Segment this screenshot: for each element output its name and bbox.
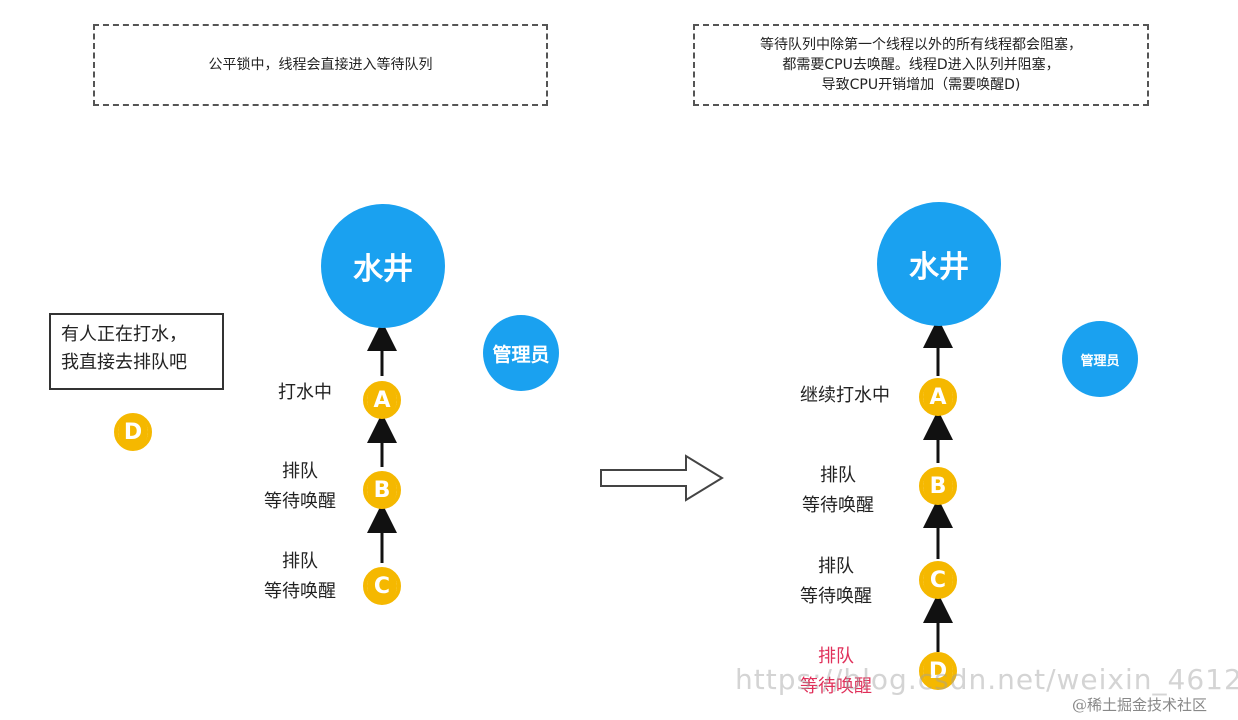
left-node-a-label-line: 打水中: [278, 382, 332, 403]
right-node-d-letter: D: [928, 658, 948, 684]
left-waiting-letter: D: [123, 419, 143, 445]
right-node-d-label-line-1: 排队: [818, 646, 854, 667]
left-node-b-letter: B: [373, 477, 391, 503]
right-node-a-label-line: 继续打水中: [800, 385, 890, 406]
right-well-label: 水井: [909, 250, 969, 285]
right-admin-label: 管理员: [1080, 353, 1120, 369]
left-node-c-letter: C: [373, 573, 391, 599]
right-node-b-label-line-1: 排队: [820, 465, 856, 486]
left-admin-circle: 管理员: [483, 315, 559, 391]
right-note-line-1: 等待队列中除第一个线程以外的所有线程都会阻塞，: [760, 37, 1082, 53]
right-node-a-letter: A: [929, 384, 947, 410]
left-well-label: 水井: [353, 252, 413, 287]
left-node-b-label: 排队 等待唤醒: [240, 457, 360, 517]
right-node-c-label: 排队 等待唤醒: [776, 552, 896, 612]
left-note-line: 公平锁中，线程会直接进入等待队列: [208, 57, 433, 73]
left-node-a: A: [363, 381, 401, 419]
right-note-box: 等待队列中除第一个线程以外的所有线程都会阻塞， 都需要CPU去唤醒。线程D进入队…: [693, 24, 1149, 106]
left-node-a-letter: A: [373, 387, 391, 413]
right-node-c: C: [919, 561, 957, 599]
right-node-b-letter: B: [929, 473, 947, 499]
right-node-b-label: 排队 等待唤醒: [778, 461, 898, 521]
left-node-c-label-line-2: 等待唤醒: [264, 581, 336, 602]
left-node-c-label-line-1: 排队: [282, 551, 318, 572]
right-node-d-label: 排队 等待唤醒: [776, 642, 896, 702]
left-speech-box: 有人正在打水， 我直接去排队吧: [49, 313, 224, 390]
right-admin-circle: 管理员: [1062, 321, 1138, 397]
right-node-c-letter: C: [929, 567, 947, 593]
left-speech-line-1: 有人正在打水，: [61, 324, 187, 345]
right-well-circle: 水井: [877, 202, 1001, 326]
right-node-d: D: [919, 652, 957, 690]
right-note-line-2: 都需要CPU去唤醒。线程D进入队列并阻塞，: [782, 57, 1060, 73]
left-node-a-label: 打水中: [260, 378, 350, 408]
right-node-a-label: 继续打水中: [780, 381, 910, 411]
transition-arrow: [600, 454, 724, 502]
left-admin-label: 管理员: [492, 343, 550, 366]
left-node-c-label: 排队 等待唤醒: [240, 547, 360, 607]
right-note-line-3: 导致CPU开销增加（需要唤醒D): [821, 77, 1021, 93]
right-node-b: B: [919, 467, 957, 505]
right-node-c-label-line-2: 等待唤醒: [800, 586, 872, 607]
right-node-c-label-line-1: 排队: [818, 556, 854, 577]
right-node-b-label-line-2: 等待唤醒: [802, 495, 874, 516]
left-well-circle: 水井: [321, 204, 445, 328]
right-node-a: A: [919, 378, 957, 416]
left-node-b: B: [363, 471, 401, 509]
left-speech-line-2: 我直接去排队吧: [61, 352, 187, 373]
left-node-c: C: [363, 567, 401, 605]
left-note-box: 公平锁中，线程会直接进入等待队列: [93, 24, 548, 106]
left-node-b-label-line-2: 等待唤醒: [264, 491, 336, 512]
left-node-b-label-line-1: 排队: [282, 461, 318, 482]
right-node-d-label-line-2: 等待唤醒: [800, 676, 872, 697]
watermark-url: https://blog.csdn.net/weixin_46121031: [735, 663, 1238, 696]
left-waiting-node-d: D: [114, 413, 152, 451]
credit-label: @稀土掘金技术社区: [1072, 696, 1208, 714]
